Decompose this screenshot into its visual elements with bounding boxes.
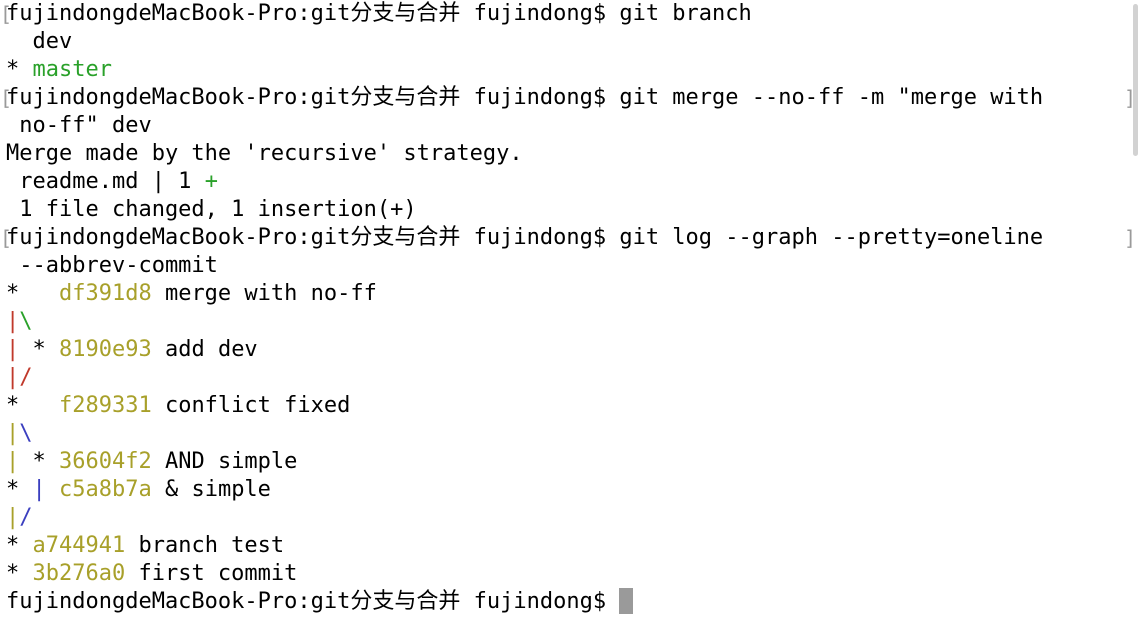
graph-star: *: [6, 561, 33, 586]
terminal-line: readme.md | 1 +: [0, 168, 1140, 196]
commit-message: conflict fixed: [151, 393, 351, 418]
line-mark-left: [: [0, 86, 13, 110]
command-continuation: --abbrev-commit: [6, 253, 218, 278]
graph-star: *: [6, 393, 59, 418]
graph-pipe: |: [6, 365, 20, 390]
graph-pipe: |: [6, 337, 20, 362]
terminal-line: dev: [0, 28, 1140, 56]
log-line: * 3b276a0 first commit: [0, 560, 1140, 588]
terminal-line: [fujindongdeMacBook-Pro:git分支与合并 fujindo…: [0, 84, 1140, 112]
line-mark-right: ]: [1124, 226, 1137, 250]
graph-backslash: \: [19, 309, 33, 334]
commit-message: merge with no-ff: [151, 281, 377, 306]
terminal-line: * master: [0, 56, 1140, 84]
commit-message: add dev: [151, 337, 258, 362]
graph-star: *: [6, 477, 33, 502]
graph-star: *: [19, 449, 59, 474]
command: git log --graph --pretty=oneline: [619, 225, 1044, 250]
prompt: fujindongdeMacBook-Pro:git分支与合并 fujindon…: [6, 589, 620, 614]
commit-message: first commit: [125, 561, 298, 586]
terminal-line: 1 file changed, 1 insertion(+): [0, 196, 1140, 224]
prompt: fujindongdeMacBook-Pro:git分支与合并 fujindon…: [6, 225, 620, 250]
commit-hash: df391d8: [58, 281, 152, 306]
terminal-line: Merge made by the 'recursive' strategy.: [0, 140, 1140, 168]
scrollbar-thumb[interactable]: [1133, 4, 1138, 156]
graph-backslash: \: [19, 421, 33, 446]
log-line: |/: [0, 364, 1140, 392]
terminal-line: [fujindongdeMacBook-Pro:git分支与合并 fujindo…: [0, 224, 1140, 252]
log-line: |/: [0, 504, 1140, 532]
terminal-line[interactable]: fujindongdeMacBook-Pro:git分支与合并 fujindon…: [0, 588, 1140, 616]
log-line: |\: [0, 420, 1140, 448]
output-text: Merge made by the 'recursive' strategy.: [6, 141, 523, 166]
graph-pipe: |: [6, 449, 20, 474]
prompt: fujindongdeMacBook-Pro:git分支与合并 fujindon…: [6, 85, 620, 110]
commit-message: AND simple: [151, 449, 298, 474]
branch-item: dev: [6, 29, 73, 54]
graph-star: *: [6, 281, 59, 306]
graph-pipe: |: [6, 309, 20, 334]
current-branch-name: master: [32, 57, 112, 82]
log-line: | * 36604f2 AND simple: [0, 448, 1140, 476]
commit-hash: 8190e93: [59, 337, 152, 362]
diffstat-plus: +: [204, 169, 218, 194]
commit-hash: 36604f2: [59, 449, 152, 474]
terminal-line: [fujindongdeMacBook-Pro:git分支与合并 fujindo…: [0, 0, 1140, 28]
line-mark-left: [: [0, 226, 13, 250]
command: git merge --no-ff -m "merge with: [619, 85, 1044, 110]
log-line: * f289331 conflict fixed: [0, 392, 1140, 420]
graph-pipe: |: [6, 421, 20, 446]
graph-star: *: [6, 533, 33, 558]
commit-hash: f289331: [58, 393, 152, 418]
command-continuation: no-ff" dev: [6, 113, 152, 138]
commit-hash: 3b276a0: [32, 561, 126, 586]
commit-message: branch test: [125, 533, 285, 558]
commit-message: & simple: [151, 477, 271, 502]
log-line: |\: [0, 308, 1140, 336]
current-branch-marker: *: [6, 57, 33, 82]
prompt: fujindongdeMacBook-Pro:git分支与合并 fujindon…: [6, 1, 620, 26]
terminal-line: no-ff" dev: [0, 112, 1140, 140]
commit-hash: a744941: [32, 533, 126, 558]
graph-slash: /: [19, 365, 33, 390]
command: git branch: [619, 1, 752, 26]
diffstat-summary: 1 file changed, 1 insertion(+): [6, 197, 417, 222]
terminal-line: --abbrev-commit: [0, 252, 1140, 280]
commit-hash: c5a8b7a: [45, 477, 152, 502]
text-cursor[interactable]: [619, 588, 634, 614]
graph-star: *: [19, 337, 59, 362]
log-line: | * 8190e93 add dev: [0, 336, 1140, 364]
log-line: * a744941 branch test: [0, 532, 1140, 560]
graph-pipe: |: [32, 477, 46, 502]
graph-pipe: |: [6, 505, 20, 530]
diffstat-file: readme.md | 1: [6, 169, 205, 194]
log-line: * | c5a8b7a & simple: [0, 476, 1140, 504]
log-line: * df391d8 merge with no-ff: [0, 280, 1140, 308]
graph-slash: /: [19, 505, 33, 530]
line-mark-left: [: [0, 2, 13, 26]
